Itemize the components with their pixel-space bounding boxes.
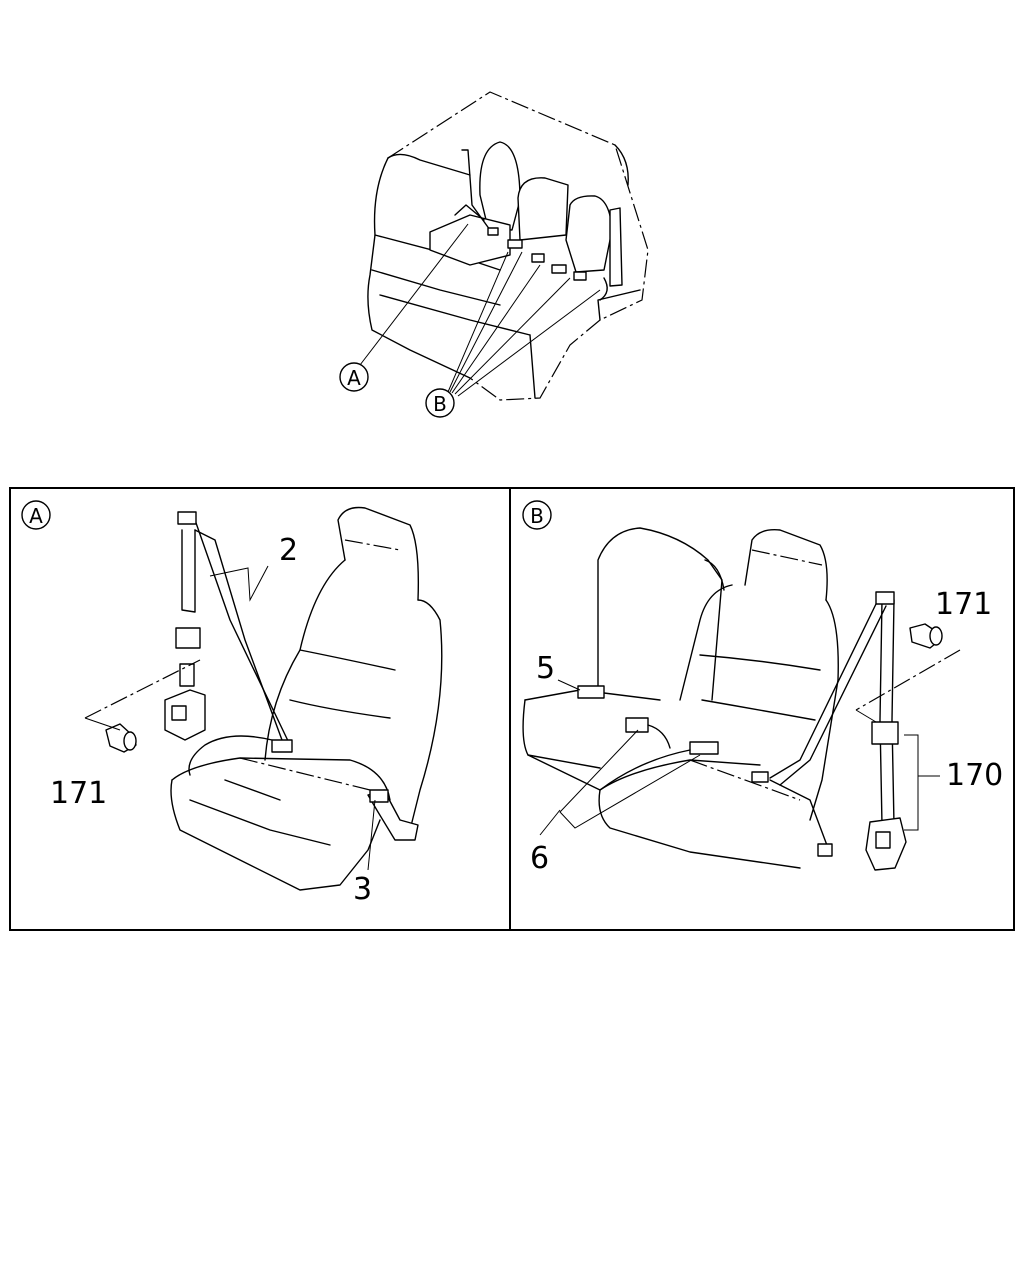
panel-b: B — [522, 500, 1003, 876]
panel-b-badge-circle — [522, 500, 552, 530]
driver-seat-drawing — [170, 506, 443, 891]
callout-b-label: B — [433, 392, 447, 416]
callout-a-circle — [339, 362, 369, 392]
seat-belt-a — [164, 511, 419, 841]
passenger-seat-drawing — [598, 529, 839, 869]
detail-frame — [9, 487, 1015, 931]
part-label-3: 3 — [353, 872, 372, 907]
panel-a-badge: A — [29, 504, 43, 528]
part-label-170: 170 — [946, 758, 1003, 793]
cab-overview: A B — [339, 91, 649, 418]
part-label-171-a: 171 — [50, 776, 107, 811]
anchor-bolt-171-a — [105, 723, 137, 753]
panel-a: A — [21, 500, 443, 907]
part-label-6: 6 — [530, 841, 549, 876]
part-label-5: 5 — [536, 651, 555, 686]
center-buckles — [559, 685, 719, 829]
part-label-2: 2 — [279, 533, 298, 568]
callout-a-label: A — [347, 366, 361, 390]
callout-b-circle — [425, 388, 455, 418]
part-label-171-b: 171 — [935, 587, 992, 622]
seat-belt-b — [751, 591, 907, 871]
panel-b-badge: B — [530, 504, 544, 528]
anchor-bolt-171-b — [909, 623, 943, 649]
panel-a-badge-circle — [21, 500, 51, 530]
